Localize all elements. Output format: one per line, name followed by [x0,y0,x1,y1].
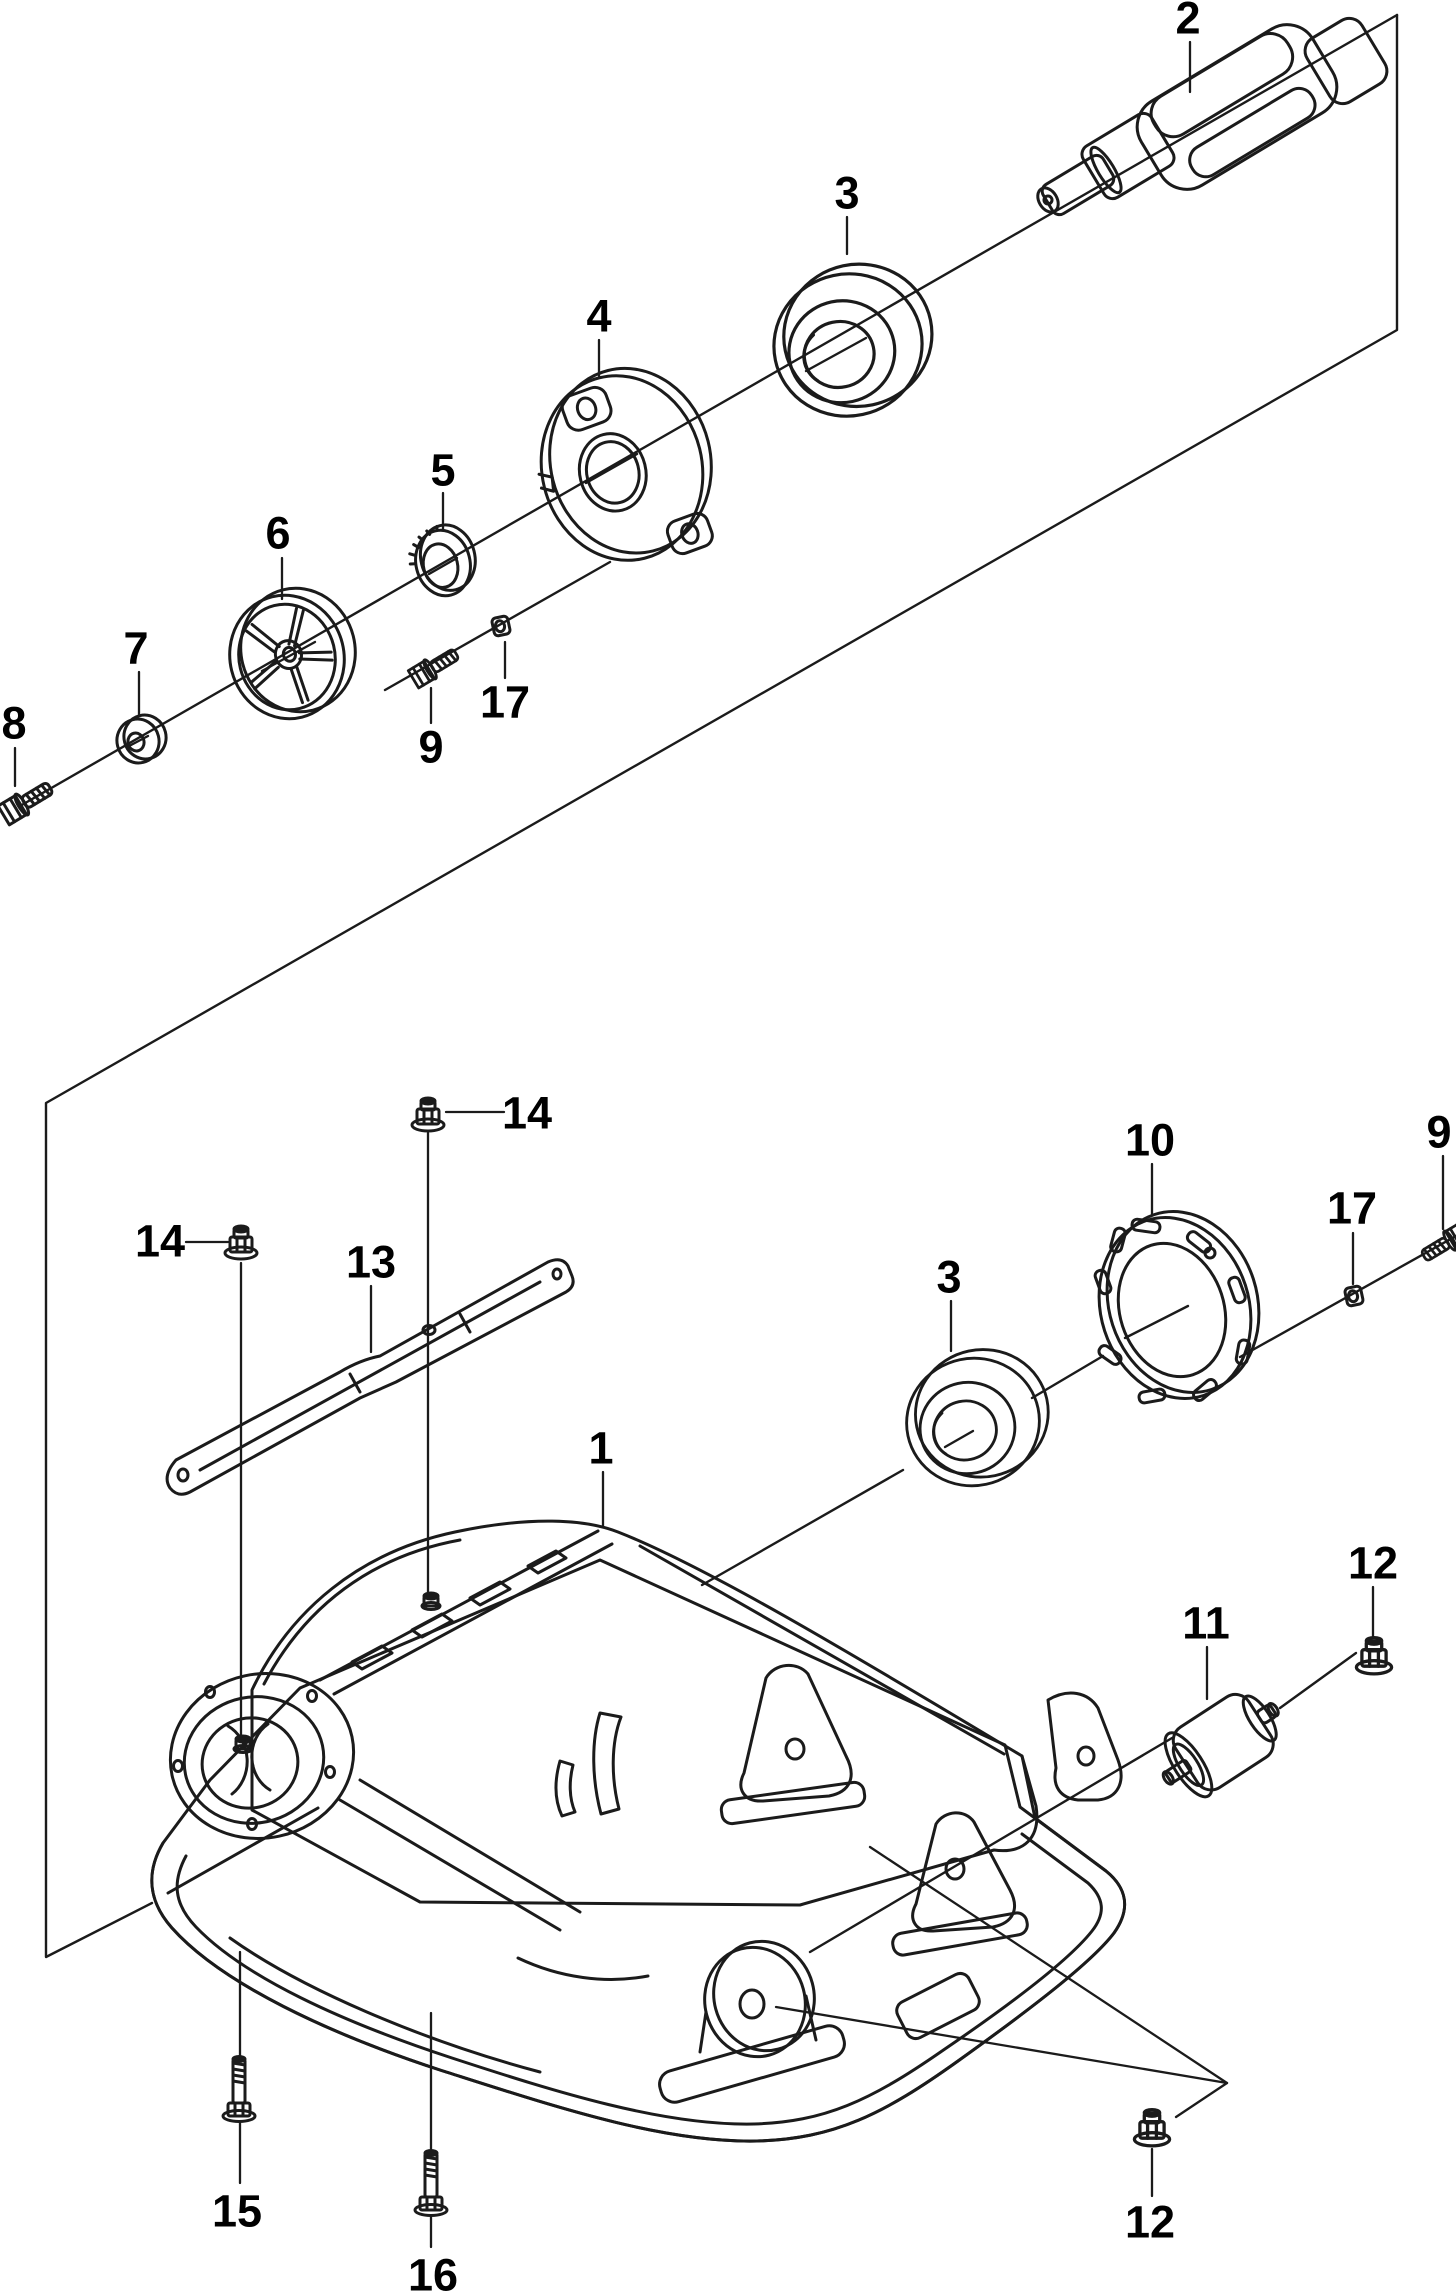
bolt-9-upper-drawing [406,642,464,691]
part-label-14-left: 14 [135,1216,185,1267]
exciter-assembly-drawing [1036,16,1389,217]
upper-axis-line [18,13,1399,808]
nut-12-upper-drawing [1354,1635,1394,1676]
part-label-11: 11 [1182,1598,1230,1649]
pulley-bolt-axis-line [383,560,612,692]
nut-17-lower-drawing [1342,1284,1366,1308]
part-label-8: 8 [1,698,26,749]
bearing-cover-drawing [537,366,714,562]
part-label-6: 6 [265,508,290,559]
stud-upper-drawing [420,1591,442,1611]
part-label-4: 4 [586,291,611,342]
plate-rear-edge-line [166,1806,320,1895]
backdrop-plane-outline [44,13,1399,1959]
part-label-12-lower: 12 [1125,2197,1175,2248]
leader-line-12-lower [774,2005,1229,2085]
part-label-5: 5 [430,445,455,496]
bearing-upper-drawing [757,248,949,432]
leader-line-12-lower [868,1845,1229,2119]
bearing-lower-drawing [891,1335,1063,1500]
shock-mount-drawing [1161,1692,1280,1799]
pedestal-front-disc [658,1939,846,2104]
right-arm-bracket [1046,1691,1123,1802]
part-label-14-upper: 14 [502,1088,552,1139]
part-label-7: 7 [123,623,148,674]
part-label-3-upper: 3 [834,168,859,219]
axis-overlay-segments [129,336,868,747]
base-plate-housing-drawing [150,1519,1127,2143]
nut-14-upper-drawing [410,1096,446,1133]
lower-axis-lines [700,1234,1456,1954]
belt-guard-flange [168,1672,356,1840]
shock-mount-axis [808,1736,1174,1954]
housing-ledge [318,1529,614,1696]
pedestal-rear-centre [719,1664,867,1826]
deck-slot [895,1971,981,2041]
belt-housing-dome [250,1519,1039,1907]
retainer-ring-drawing [1093,1210,1261,1405]
part-label-17-lower: 17 [1327,1183,1377,1234]
part-label-9-lower: 9 [1426,1107,1451,1158]
part-label-2: 2 [1175,0,1200,44]
part-label-16: 16 [408,2250,458,2292]
seal-ring-drawing [408,523,477,598]
part-label-13: 13 [346,1237,396,1288]
part-label-3-lower: 3 [936,1252,961,1303]
nut-14-left-drawing [223,1224,259,1261]
part-label-1: 1 [588,1423,613,1474]
part-label-10: 10 [1125,1115,1175,1166]
pedestal-right [891,1811,1029,1957]
bolt-15-drawing [221,2055,257,2123]
part-label-12-upper: 12 [1348,1538,1398,1589]
stud-left-drawing [232,1734,254,1754]
bolt-16-drawing [413,2149,449,2217]
strap-bracket-drawing [165,1258,575,1496]
nut-12-lower-drawing [1132,2107,1172,2148]
part-label-15: 15 [212,2186,262,2237]
part-label-17-upper: 17 [480,677,530,728]
part-label-9-upper: 9 [418,722,443,773]
nut-17-upper-drawing [489,614,513,638]
bolt-9-lower-drawing [1416,1219,1456,1268]
